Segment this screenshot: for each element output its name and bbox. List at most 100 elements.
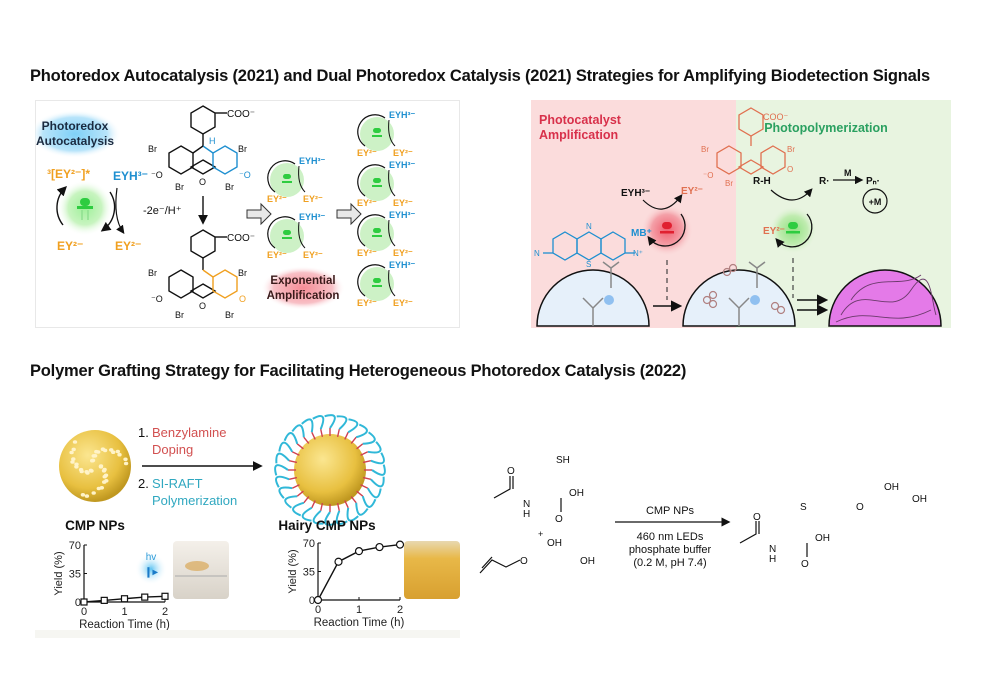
o-minus-label: ⁻O bbox=[703, 171, 713, 180]
n-label: N bbox=[534, 249, 540, 258]
methylene-blue-molecule bbox=[543, 231, 635, 261]
ey-label: EY²⁻ bbox=[393, 298, 413, 308]
triplet-ey-label: ³[EY²⁻]* bbox=[47, 167, 90, 181]
y-tick-label: 0 bbox=[75, 597, 81, 609]
eyh-label: EYH³⁻ bbox=[389, 110, 416, 120]
y-tick-label: 0 bbox=[309, 595, 315, 607]
top-section-title: Photoredox Autocatalysis (2021) and Dual… bbox=[30, 67, 930, 85]
data-point bbox=[161, 592, 169, 600]
cmp-nps-label: CMP NPs bbox=[65, 518, 125, 533]
ey-label-left: EY²⁻ bbox=[57, 239, 83, 253]
oh-label: OH bbox=[569, 488, 584, 499]
ey-label: EY²⁻ bbox=[303, 250, 323, 260]
o-label: O bbox=[199, 301, 206, 311]
o-label: O bbox=[239, 294, 246, 304]
green-led-icon bbox=[786, 222, 800, 234]
cmp-nanoparticle bbox=[59, 430, 131, 502]
ey-label: EY²⁻ bbox=[393, 248, 413, 258]
x-tick-label: 0 bbox=[315, 604, 321, 616]
data-point bbox=[313, 595, 323, 605]
ey-label: EY²⁻ bbox=[357, 298, 377, 308]
oh-label: OH bbox=[580, 556, 595, 567]
step2-line2: Polymerization bbox=[152, 493, 237, 508]
mini-cycle: EYH³⁻EY²⁻EY²⁻ bbox=[357, 260, 416, 308]
oh-label: OH bbox=[815, 533, 830, 544]
y-tick-label: 35 bbox=[303, 567, 315, 579]
block-arrow-2 bbox=[336, 202, 362, 226]
led-icon bbox=[373, 178, 381, 183]
ey-label-right: EY²⁻ bbox=[115, 239, 141, 253]
oh-label: OH bbox=[547, 538, 562, 549]
n-label: N bbox=[769, 544, 776, 555]
led-icon bbox=[77, 198, 93, 220]
o-label: O bbox=[856, 502, 864, 513]
mini-cycle: EYH³⁻EY²⁻EY²⁻ bbox=[267, 156, 326, 204]
coo-top: COO⁻ bbox=[227, 109, 255, 120]
y-tick-label: 70 bbox=[303, 538, 315, 550]
dual-catalysis-panel: Photocatalyst Amplification Photopolymer… bbox=[531, 100, 951, 328]
mini-cycle: EYH³⁻EY²⁻EY²⁻ bbox=[267, 212, 326, 260]
data-point bbox=[375, 542, 384, 552]
led-icon bbox=[283, 174, 291, 179]
step1-line1: Benzylamine bbox=[152, 425, 226, 440]
n-label: N bbox=[523, 499, 530, 510]
data-point bbox=[100, 596, 108, 604]
catalytic-cycle bbox=[56, 180, 125, 236]
bead-icon bbox=[750, 295, 760, 305]
dome-gel bbox=[828, 269, 942, 327]
condition-buffer: phosphate buffer bbox=[629, 544, 712, 556]
mini-cycle: EYH³⁻EY²⁻EY²⁻ bbox=[357, 110, 416, 158]
o-minus-label: ⁻O bbox=[151, 294, 163, 304]
eyh-molecule bbox=[168, 105, 238, 175]
precipitate bbox=[185, 561, 209, 571]
ey-label: EY²⁻ bbox=[303, 194, 323, 204]
o-label: O bbox=[801, 559, 809, 570]
data-point bbox=[334, 557, 343, 566]
pores bbox=[69, 440, 129, 498]
eyh-label: EYH³⁻ bbox=[113, 169, 148, 183]
n-acetylcysteine bbox=[493, 476, 562, 512]
h-label: H bbox=[769, 554, 776, 565]
o-label: O bbox=[507, 466, 515, 477]
br-label: Br bbox=[787, 145, 795, 154]
s-label: S bbox=[800, 502, 807, 513]
bottom-section-title: Polymer Grafting Strategy for Facilitati… bbox=[30, 362, 687, 380]
eyh-to-ey-arrow bbox=[642, 194, 683, 210]
o-minus-label: ⁻O bbox=[151, 170, 163, 180]
hairy-cmp-nanoparticle bbox=[294, 434, 366, 506]
x-tick-label: 1 bbox=[121, 606, 127, 618]
hairy-cmp-nps-label: Hairy CMP NPs bbox=[278, 518, 375, 533]
panel-footer bbox=[35, 630, 460, 638]
step2-number: 2. bbox=[138, 476, 149, 491]
red-led-icon bbox=[660, 222, 674, 234]
y-tick-label: 35 bbox=[69, 569, 81, 581]
x-axis-label: Reaction Time (h) bbox=[314, 617, 405, 629]
rh-to-r-arrow bbox=[770, 188, 813, 201]
o-label: O bbox=[555, 514, 563, 525]
o-label: O bbox=[520, 556, 528, 567]
br-label: Br bbox=[225, 182, 234, 192]
oh-label: OH bbox=[884, 482, 899, 493]
br-label: Br bbox=[701, 145, 709, 154]
led-icon bbox=[283, 230, 291, 235]
mini-cycle: EYH³⁻EY²⁻EY²⁻ bbox=[357, 160, 416, 208]
eyh-label: EYH³⁻ bbox=[299, 212, 326, 222]
eyh-label: EYH³⁻ bbox=[621, 188, 650, 199]
eyh-label: EYH³⁻ bbox=[389, 160, 416, 170]
x-tick-label: 0 bbox=[81, 606, 87, 618]
ey-label: EY²⁻ bbox=[357, 198, 377, 208]
badge-line1: Photoredox bbox=[42, 119, 109, 133]
green-cycle-arrow bbox=[775, 213, 813, 248]
eosin-molecule bbox=[716, 107, 786, 175]
data-point bbox=[141, 593, 149, 601]
mini-cycles: EYH³⁻EY²⁻EY²⁻EYH³⁻EY²⁻EY²⁻EYH³⁻EY²⁻EY²⁻E… bbox=[267, 110, 416, 308]
y-tick-label: 70 bbox=[69, 540, 81, 552]
oh-label: OH bbox=[912, 494, 927, 505]
ey-green-label: EY²⁻ bbox=[763, 226, 785, 237]
photopolymerization-label: Photopolymerization bbox=[764, 121, 888, 135]
br-label: Br bbox=[148, 268, 157, 278]
y-axis-label: Yield (%) bbox=[287, 549, 299, 593]
o-label: O bbox=[787, 165, 793, 174]
coo-label: COO⁻ bbox=[763, 112, 789, 122]
